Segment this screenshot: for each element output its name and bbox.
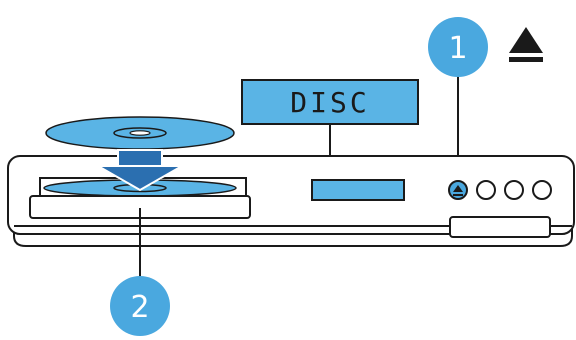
insert-arrow [94, 149, 186, 192]
callout-2: 2 [110, 276, 170, 336]
display-text: DISC [290, 86, 369, 119]
display-panel-enlarged [241, 79, 419, 125]
player-display [311, 179, 405, 201]
player-button-2[interactable] [476, 180, 496, 200]
callout-1-circle [428, 17, 488, 77]
callout-2-label: 2 [130, 290, 149, 325]
eject-icon [509, 27, 543, 62]
player-button-4[interactable] [532, 180, 552, 200]
callout-1: 1 [428, 17, 488, 77]
callout-1-label: 1 [448, 31, 467, 66]
front-port [449, 216, 551, 238]
player-button-3[interactable] [504, 180, 524, 200]
callout-2-circle [110, 276, 170, 336]
eject-button[interactable] [448, 180, 468, 200]
disc-being-inserted [45, 116, 235, 150]
